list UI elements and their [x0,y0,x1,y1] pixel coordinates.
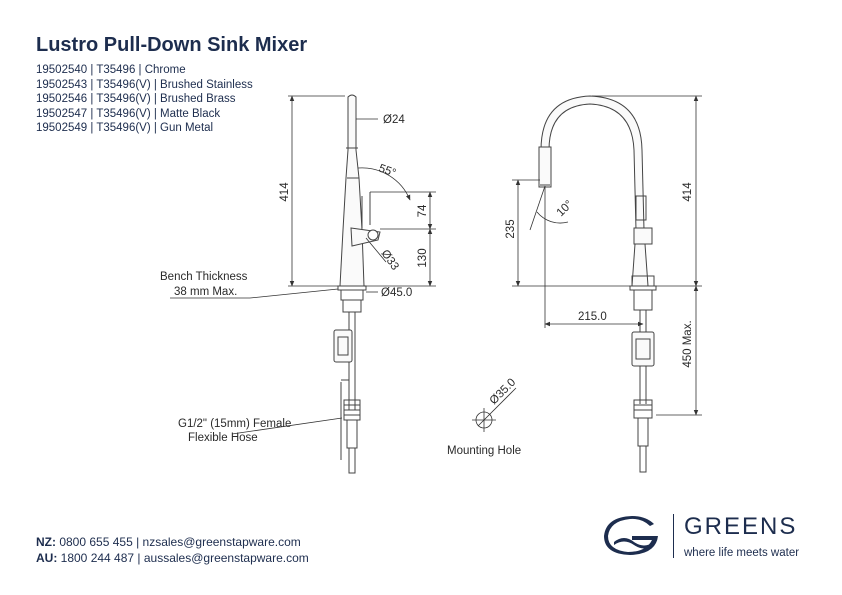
dim-left-height: 414 [279,182,291,202]
variant-list: 19502540 | T35496 | Chrome 19502543 | T3… [36,63,253,136]
contact-au: AU: 1800 244 487 | aussales@greenstapwar… [36,551,309,565]
dim-reach: 215.0 [578,311,607,323]
dim-base-dia: Ø45.0 [381,287,412,299]
brand-divider [673,514,674,558]
dim-handle-dia: Ø33 [379,248,401,273]
brand-name: GREENS [684,513,798,540]
bench-thickness-value: 38 mm Max. [174,286,237,298]
dim-spray-angle: 10° [555,198,576,219]
side-view [333,94,381,474]
dim-handle-angle: 55° [377,163,397,180]
mounting-hole-symbol [472,387,517,432]
variant-item: 19502546 | T35496(V) | Brushed Brass [36,93,236,105]
brand-logo: GREENS where life meets water [602,512,812,562]
variant-item: 19502547 | T35496(V) | Matte Black [36,107,221,120]
page-title: Lustro Pull-Down Sink Mixer [36,34,308,56]
dim-hole-dia: Ø35.0 [488,376,519,407]
mounting-hole-label: Mounting Hole [447,445,521,457]
dim-spout-dia: Ø24 [383,114,405,126]
brand-tagline: where life meets water [684,547,800,559]
greens-wave-logo-icon [604,516,658,555]
side-view-dimensions [170,95,436,435]
bench-thickness-label: Bench Thickness [160,271,248,283]
variant-item: 19502543 | T35496(V) | Brushed Stainless [36,78,253,91]
dim-right-height: 414 [682,182,694,202]
front-view [538,95,657,473]
contact-nz: NZ: 0800 655 455 | nzsales@greenstapware… [36,535,301,549]
contact-footer: NZ: 0800 655 455 | nzsales@greenstapware… [36,534,309,566]
dim-below-bench: 450 Max. [682,320,694,367]
variant-item: 19502540 | T35496 | Chrome [36,64,186,76]
front-view-dimensions [512,95,702,416]
dim-spray-height: 235 [505,219,517,238]
variant-item: 19502549 | T35496(V) | Gun Metal [36,122,214,134]
hose-label-line2: Flexible Hose [188,432,258,444]
dim-handle-rise: 74 [417,204,429,217]
hose-label-line1: G1/2" (15mm) Female [178,418,291,430]
dim-handle-height: 130 [417,248,429,267]
